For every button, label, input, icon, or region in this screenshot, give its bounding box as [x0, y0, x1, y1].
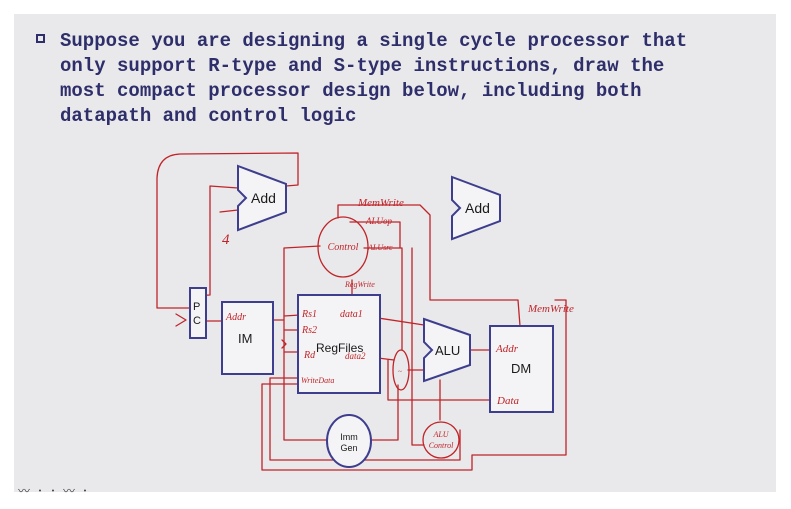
adder-right: Add: [451, 175, 501, 241]
immgen-label-2: Gen: [340, 443, 357, 453]
alu-control-label-1: ALU: [432, 430, 449, 439]
alu-label: ALU: [435, 343, 460, 358]
wire-pc-loop: [156, 152, 299, 309]
wire-data2-to-dm: [387, 359, 493, 401]
alu-control-label-2: Control: [429, 441, 454, 450]
immediate-generator: Imm Gen: [326, 414, 372, 468]
mux-marks: ~: [398, 368, 402, 376]
question-line-3: most compact processor design below, inc…: [60, 80, 642, 102]
dm-data-label: Data: [496, 395, 520, 407]
bullet-square-icon: [36, 34, 45, 43]
pc-label-c: C: [193, 315, 201, 327]
slide: Suppose you are designing a single cycle…: [14, 14, 776, 498]
alu-control: ALU Control: [422, 421, 460, 459]
wire-aluop: [349, 221, 401, 249]
question-line-1: Suppose you are designing a single cycle…: [60, 30, 688, 52]
wire-four-input: [219, 209, 239, 213]
question-line-4: datapath and control logic: [60, 105, 357, 127]
wire-im-to-reg: [272, 314, 301, 373]
wire-im-to-immgen: [283, 371, 329, 441]
control-unit: Control: [317, 216, 369, 278]
wire-rd-arrow: [281, 339, 287, 349]
annotations: 4 MemWrite ALUop ALUsrc RegWrite MemWrit…: [222, 197, 574, 407]
regfiles-label: RegFiles: [316, 341, 363, 355]
wire-data1: [377, 317, 425, 326]
wire-add-to-pc: [189, 185, 239, 297]
wire-into-pc: [175, 313, 187, 327]
wire-memwrite: [337, 204, 521, 327]
im-label: IM: [238, 331, 252, 346]
adder-left-label: Add: [251, 190, 276, 206]
alu: ALU: [423, 317, 471, 383]
question-text: Suppose you are designing a single cycle…: [60, 29, 760, 129]
program-counter: P C: [189, 287, 207, 339]
writedata-label: WriteData: [301, 376, 334, 385]
dm-label: DM: [511, 361, 531, 376]
pc-label-p: P: [193, 301, 200, 313]
aluop-label: ALUop: [365, 216, 393, 226]
wire-aluop-to-aluctl: [411, 247, 425, 446]
data1-label: data1: [340, 309, 363, 320]
wire-im-to-control: [283, 245, 321, 321]
dm-addr-label: Addr: [495, 343, 519, 355]
alu-src-mux: ~: [392, 349, 410, 391]
data2-label: data2: [345, 351, 366, 361]
question-line-2: only support R-type and S-type instructi…: [60, 55, 665, 77]
data-memory: DM: [489, 325, 554, 413]
rs2-label: Rs2: [301, 325, 317, 336]
wire-alusrc: [363, 247, 403, 351]
register-file: RegFiles: [297, 294, 381, 394]
rs1-label: Rs1: [301, 309, 317, 320]
wire-immgen-to-mux: [371, 384, 399, 441]
control-label: Control: [328, 242, 359, 253]
alusrc-label: ALUsrc: [367, 243, 393, 252]
wire-writeback: [261, 299, 567, 471]
immgen-label-1: Imm: [340, 432, 358, 442]
wire-lower-loop: [269, 377, 461, 461]
memwrite-top-label: MemWrite: [357, 197, 404, 209]
adder-left: Add: [237, 164, 287, 232]
regwrite-label: RegWrite: [344, 280, 375, 289]
rd-label: Rd: [303, 350, 316, 361]
adder-right-label: Add: [465, 200, 490, 216]
instruction-memory: IM: [221, 301, 274, 375]
footer-scribble: 〰 ･ ･ 〰 ･: [18, 484, 91, 498]
memwrite-right-label: MemWrite: [527, 303, 574, 315]
im-addr-label: Addr: [225, 312, 246, 323]
constant-four: 4: [222, 232, 230, 248]
wires: [156, 152, 567, 471]
